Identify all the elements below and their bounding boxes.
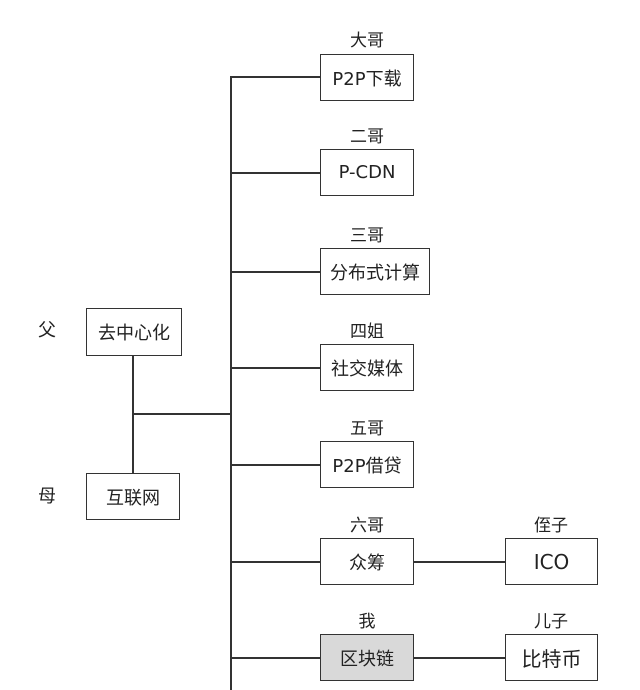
branch-line-3 bbox=[230, 271, 320, 273]
father-node: 去中心化 bbox=[86, 308, 182, 356]
child-node-4: 社交媒体 bbox=[320, 344, 414, 391]
child-relation-6: 六哥 bbox=[350, 516, 384, 536]
offspring-relation-7: 儿子 bbox=[534, 612, 568, 632]
branch-line-6 bbox=[230, 561, 320, 563]
child-node-5: P2P借贷 bbox=[320, 441, 414, 488]
branch-line-1 bbox=[230, 76, 320, 78]
mother-node: 互联网 bbox=[86, 473, 180, 520]
child-node-7-highlighted: 区块链 bbox=[320, 634, 414, 681]
offspring-line-6 bbox=[414, 561, 506, 563]
children-trunk-line bbox=[230, 77, 232, 690]
father-mother-connector bbox=[132, 355, 134, 475]
child-node-2: P-CDN bbox=[320, 149, 414, 196]
offspring-node-6: ICO bbox=[505, 538, 598, 585]
branch-line-5 bbox=[230, 464, 320, 466]
child-relation-1: 大哥 bbox=[350, 31, 384, 51]
child-node-1: P2P下载 bbox=[320, 54, 414, 101]
child-relation-2: 二哥 bbox=[350, 127, 384, 147]
child-relation-3: 三哥 bbox=[350, 226, 384, 246]
child-relation-7: 我 bbox=[358, 612, 376, 632]
offspring-node-7: 比特币 bbox=[505, 634, 598, 681]
child-node-3: 分布式计算 bbox=[320, 248, 430, 295]
parents-to-trunk-connector bbox=[132, 413, 232, 415]
branch-line-7 bbox=[230, 657, 320, 659]
father-label: 父 bbox=[38, 320, 56, 341]
branch-line-2 bbox=[230, 172, 320, 174]
offspring-relation-6: 侄子 bbox=[534, 516, 568, 536]
child-node-6: 众筹 bbox=[320, 538, 414, 585]
child-relation-4: 四姐 bbox=[350, 322, 384, 342]
branch-line-4 bbox=[230, 367, 320, 369]
child-relation-5: 五哥 bbox=[350, 419, 384, 439]
offspring-line-7 bbox=[414, 657, 506, 659]
mother-label: 母 bbox=[38, 486, 56, 507]
